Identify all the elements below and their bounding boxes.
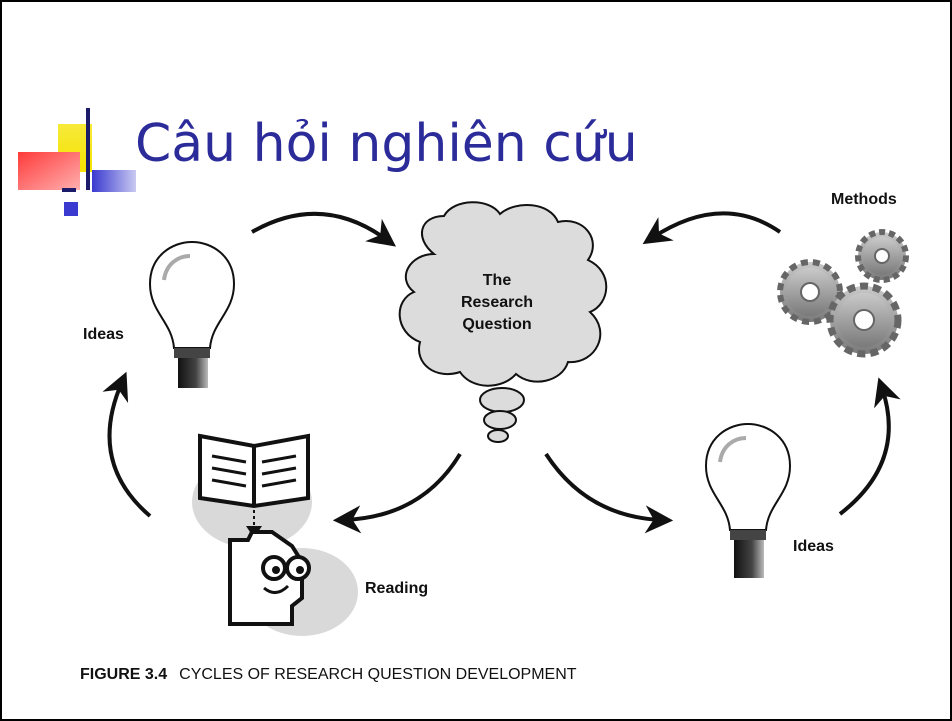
lightbulb-icon (148, 240, 236, 388)
arrow-ideas-right-to-methods (838, 377, 901, 516)
open-book-icon (198, 433, 310, 509)
slide-title: Câu hỏi nghiên cứu (135, 114, 638, 174)
arrow-question-to-ideas-right (544, 452, 674, 534)
arrow-reading-to-ideas-left (102, 371, 152, 518)
reading-label: Reading (365, 580, 429, 597)
title-bullet-icon (18, 108, 136, 216)
arrow-methods-to-question (642, 211, 782, 245)
research-question-label: The Research Question (432, 270, 562, 336)
arrow-question-to-reading (332, 452, 462, 534)
methods-label: Methods (831, 191, 897, 208)
reading-icon (192, 433, 358, 636)
center-line-3: Question (462, 316, 532, 333)
gears-icon (777, 229, 909, 358)
arrow-ideas-to-question (251, 211, 397, 247)
figure-caption: FIGURE 3.4 CYCLES OF RESEARCH QUESTION DE… (80, 666, 577, 684)
ideas-left-label: Ideas (83, 326, 124, 343)
figure-number: FIGURE 3.4 (80, 666, 168, 683)
cloud-icon (398, 201, 608, 443)
lightbulb-icon (704, 422, 792, 578)
reader-face-icon (228, 530, 311, 626)
center-line-2: Research (460, 294, 534, 311)
figure-caption-text: CYCLES OF RESEARCH QUESTION DEVELOPMENT (179, 666, 577, 683)
ideas-right-label: Ideas (793, 538, 834, 555)
cycle-arrows (102, 211, 901, 534)
center-line-1: The (482, 272, 512, 289)
